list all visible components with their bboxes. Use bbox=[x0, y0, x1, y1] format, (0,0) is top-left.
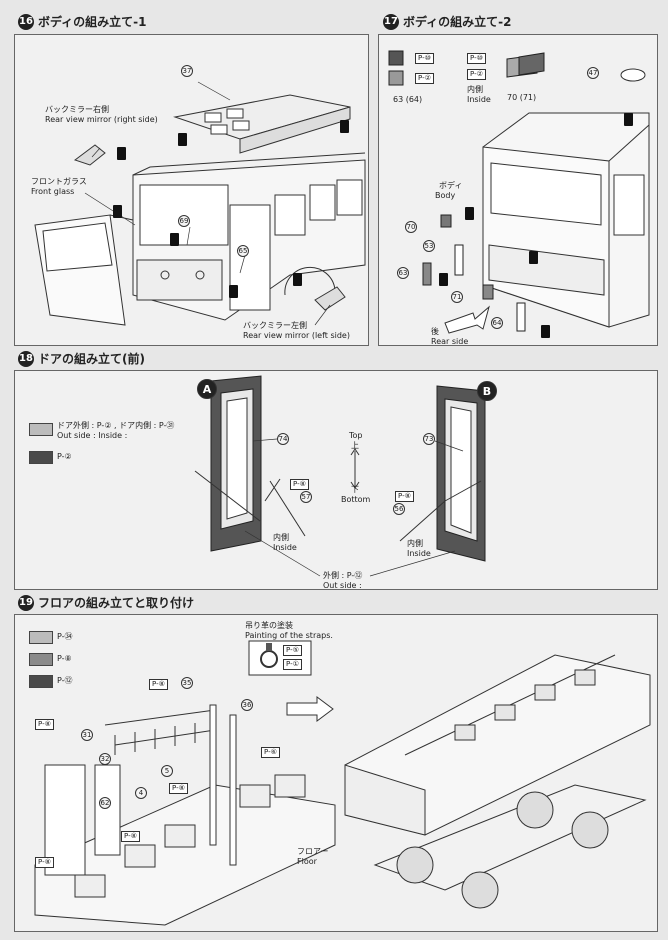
bus-front-body-drawing bbox=[34, 81, 366, 326]
step-number-16: 16 bbox=[18, 13, 34, 30]
mirror-right-label-en: Rear view mirror (right side) bbox=[45, 115, 158, 124]
part-57-callout: 57 bbox=[300, 491, 312, 503]
paint-ref-d: P-② bbox=[467, 69, 486, 80]
step-number-18: 18 bbox=[18, 350, 34, 367]
legend-swatch-mid bbox=[29, 653, 53, 666]
ref-8-door-a: P-⑧ bbox=[290, 479, 309, 490]
part-56-callout: 56 bbox=[393, 503, 405, 515]
legend-swatch-light bbox=[29, 631, 53, 644]
straps-label-en: Painting of the straps. bbox=[245, 631, 333, 640]
door-a-marker: A bbox=[197, 379, 217, 399]
top-label-jp: 上 bbox=[351, 441, 359, 450]
floor-label-jp: フロアー bbox=[297, 847, 329, 856]
section-18-heading: ドアの組み立て(前) bbox=[38, 352, 145, 366]
parts-63-64-callout: 63 (64) bbox=[393, 95, 423, 104]
legend-swatch-light bbox=[29, 423, 53, 436]
bottom-label-en: Bottom bbox=[341, 495, 371, 504]
mirror-left-label-en: Rear view mirror (left side) bbox=[243, 331, 350, 340]
inside-label-jp: 内側 bbox=[467, 85, 483, 94]
section-17-panel: P-⑩ P-② 63 (64) P-⑩ P-② 内側 Inside 70 (71… bbox=[378, 34, 658, 346]
part-36-callout: 36 bbox=[241, 699, 253, 711]
step-number-17: 17 bbox=[383, 13, 399, 30]
section-17-title: 17 ボディの組み立て-2 bbox=[383, 13, 512, 30]
ref-label-4: P-⑧ bbox=[121, 831, 140, 842]
door-b-marker: B bbox=[477, 381, 497, 401]
section-19-heading: フロアの組み立てと取り付け bbox=[38, 596, 195, 610]
legend-label-1: P-㉞ bbox=[57, 632, 73, 641]
straps-label-jp: 吊り革の塗装 bbox=[245, 621, 293, 630]
part-4-callout: 4 bbox=[135, 787, 147, 799]
part-37-callout: 37 bbox=[181, 65, 193, 77]
inside-label-en: Inside bbox=[467, 95, 491, 104]
inside-label-a-jp: 内側 bbox=[273, 533, 289, 542]
straps-ref-2: P-① bbox=[283, 659, 302, 670]
legend-label-3: P-⑫ bbox=[57, 676, 73, 685]
legend-swatch-dark bbox=[29, 675, 53, 688]
straps-ref-1: P-⑤ bbox=[283, 645, 302, 656]
mirror-right-label-jp: バックミラー右側 bbox=[45, 105, 109, 114]
outside-label-jp: 外側 : P-⑫ bbox=[323, 571, 363, 580]
section-16-heading: ボディの組み立て-1 bbox=[38, 15, 147, 29]
outside-label-en: Out side : bbox=[323, 581, 362, 590]
paint-ref-a: P-⑩ bbox=[415, 53, 434, 64]
legend-frame-paint: P-② bbox=[57, 452, 72, 461]
part-70-callout: 70 bbox=[405, 221, 417, 233]
bottom-label-jp: 下 bbox=[351, 485, 359, 494]
section-18-title: 18 ドアの組み立て(前) bbox=[18, 350, 145, 367]
inside-label-b-en: Inside bbox=[407, 549, 431, 558]
rear-label-jp: 後 bbox=[431, 327, 439, 336]
paint-ref-b: P-② bbox=[415, 73, 434, 84]
part-53-callout: 53 bbox=[423, 240, 435, 252]
legend-swatch-dark bbox=[29, 451, 53, 464]
floor-label-en: Floor bbox=[297, 857, 317, 866]
section-16-title: 16 ボディの組み立て-1 bbox=[18, 13, 147, 30]
mirror-left-label-jp: バックミラー左側 bbox=[243, 321, 307, 330]
ref-label-6: P-⑥ bbox=[261, 747, 280, 758]
ref-label-2: P-⑧ bbox=[35, 719, 54, 730]
part-74-callout: 74 bbox=[277, 433, 289, 445]
part-5-callout: 5 bbox=[161, 765, 173, 777]
part-64-callout: 64 bbox=[491, 317, 503, 329]
floor-assembly-drawing bbox=[34, 640, 651, 926]
part-65-callout: 65 bbox=[237, 245, 249, 257]
top-label-en: Top bbox=[349, 431, 363, 440]
front-glass-label-en: Front glass bbox=[31, 187, 75, 196]
ref-8-door-b: P-⑧ bbox=[395, 491, 414, 502]
part-69-callout: 69 bbox=[178, 215, 190, 227]
part-47-callout: 47 bbox=[587, 67, 599, 79]
section-16-panel: 37 69 65 バックミラー右側 Rear view mirror (righ… bbox=[14, 34, 369, 346]
part-63-callout: 63 bbox=[397, 267, 409, 279]
section-19-title: 19 フロアの組み立てと取り付け bbox=[18, 594, 194, 611]
part-73-callout: 73 bbox=[423, 433, 435, 445]
parts-70-71-callout: 70 (71) bbox=[507, 93, 537, 102]
section-17-heading: ボディの組み立て-2 bbox=[403, 15, 512, 29]
bus-rear-body-drawing bbox=[388, 50, 650, 338]
part-35-callout: 35 bbox=[181, 677, 193, 689]
front-glass-label-jp: フロントガラス bbox=[31, 177, 87, 186]
rear-label-en: Rear side bbox=[431, 337, 469, 346]
body-label-jp: ボディ bbox=[439, 181, 463, 190]
section-19-panel: P-㉞ P-⑧ P-⑫ 吊り革の塗装 Painting of the strap… bbox=[14, 614, 658, 932]
ref-label-5: P-⑧ bbox=[35, 857, 54, 868]
part-71-callout: 71 bbox=[451, 291, 463, 303]
legend-door-paint-en: Out side : Inside : bbox=[57, 431, 128, 440]
door-assembly-drawing bbox=[194, 375, 486, 577]
part-32-callout: 32 bbox=[99, 753, 111, 765]
part-62-callout: 62 bbox=[99, 797, 111, 809]
ref-label-1: P-⑧ bbox=[149, 679, 168, 690]
inside-label-a-en: Inside bbox=[273, 543, 297, 552]
paint-ref-c: P-⑩ bbox=[467, 53, 486, 64]
inside-label-b-jp: 内側 bbox=[407, 539, 423, 548]
body-label-en: Body bbox=[435, 191, 456, 200]
section-18-panel: A B ドア外側 : P-② , ドア内側 : P-㉛ Out side : I… bbox=[14, 370, 658, 590]
legend-door-paint-jp: ドア外側 : P-② , ドア内側 : P-㉛ bbox=[57, 421, 175, 430]
part-31-callout: 31 bbox=[81, 729, 93, 741]
ref-label-3: P-⑧ bbox=[169, 783, 188, 794]
legend-label-2: P-⑧ bbox=[57, 654, 72, 663]
step-number-19: 19 bbox=[18, 594, 34, 611]
